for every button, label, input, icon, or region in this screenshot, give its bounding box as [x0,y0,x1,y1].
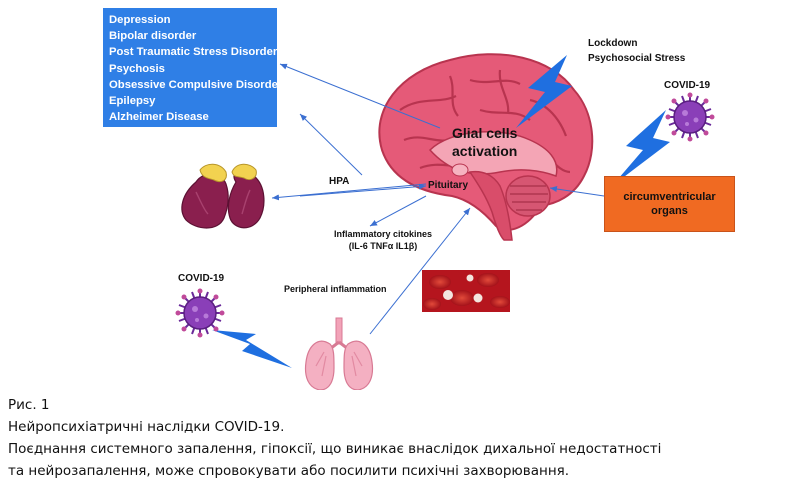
caption-line-1: Поєднання системного запалення, гіпоксії… [8,441,662,457]
pituitary-label: Pituitary [428,180,469,191]
virus-icon [665,92,715,142]
disorder-item: Post Traumatic Stress Disorder [109,46,278,59]
cytokines-label: Inflammatory citokines (IL-6 TNFα IL1β) [318,228,448,252]
diagram-graphics [175,53,715,390]
glial-line-1: Glial cells [452,125,518,141]
figure-number: Рис. 1 [8,397,50,413]
cytokines-line-2: (IL-6 TNFα IL1β) [348,241,418,251]
brain-icon [378,53,594,241]
disorder-item: Obsessive Compulsive Disorder [109,78,283,91]
psychosocial-stress-label: Psychosocial Stress [588,53,686,64]
lightning-icon [212,55,670,368]
disorders-list: Depression Bipolar disorder Post Traumat… [103,8,283,127]
cvo-line-2: organs [651,205,688,217]
disorder-item: Bipolar disorder [109,30,197,43]
adrenal-glands-icon [181,163,265,229]
disorder-item: Epilepsy [109,95,156,108]
disorder-item: Psychosis [109,62,165,75]
figure-caption: Рис. 1 Нейропсихіатричні наслідки COVID-… [8,394,798,482]
hpa-label: HPA [329,176,350,187]
virus-icon [175,288,225,338]
lockdown-label: Lockdown [588,38,638,49]
circumventricular-organs-box: circumventricular organs [604,176,735,232]
covid-neuro-diagram: Depression Bipolar disorder Post Traumat… [103,8,735,390]
caption-line-2: та нейрозапалення, може спровокувати або… [8,463,570,479]
peripheral-inflammation-label: Peripheral inflammation [284,284,387,294]
covid-top-label: COVID-19 [664,80,711,91]
cvo-line-1: circumventricular [623,191,716,203]
glial-line-2: activation [452,143,518,159]
figure-title: Нейропсихіатричні наслідки COVID-19. [8,419,285,435]
disorder-item: Alzheimer Disease [109,111,209,124]
connection-arrows [271,63,605,335]
cytokines-line-1: Inflammatory citokines [333,229,433,239]
covid-left-label: COVID-19 [178,273,225,284]
glial-cells-label: Glial cells activation [452,124,517,160]
lungs-icon [304,317,374,390]
blood-cells-icon [422,270,510,312]
disorder-item: Depression [109,14,171,26]
